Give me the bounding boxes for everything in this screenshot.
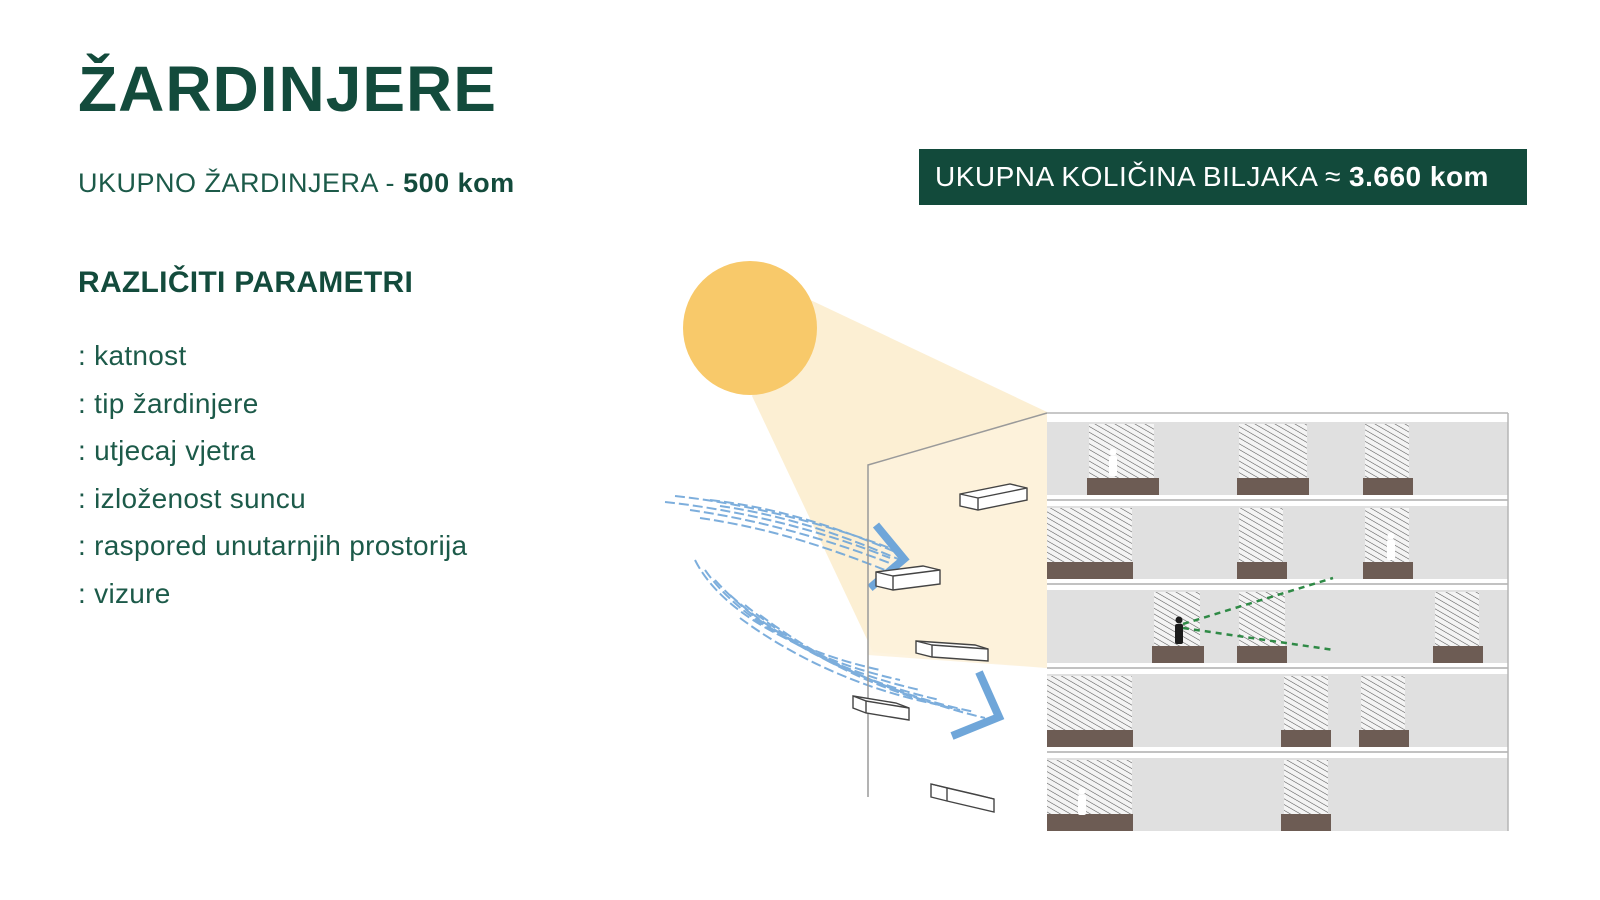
page-title: ŽARDINJERE — [78, 53, 497, 125]
view-lines-icon — [1182, 576, 1335, 652]
sun-beam-wall — [868, 413, 1047, 668]
parameter-item: : izloženost suncu — [78, 482, 306, 514]
building-section — [1047, 412, 1509, 831]
parameters-heading: RAZLIČITI PARAMETRI — [78, 266, 414, 299]
parameter-item: : tip žardinjere — [78, 387, 259, 419]
sun-icon — [683, 261, 817, 395]
parameter-item: : raspored unutarnjih prostorija — [78, 530, 468, 561]
total-plants-badge: UKUPNA KOLIČINA BILJAKA ≈ 3.660 kom — [919, 149, 1527, 205]
person-icon — [1078, 448, 1395, 815]
planter-icon — [852, 483, 1028, 813]
parameter-item: : katnost — [78, 340, 187, 371]
section-line — [867, 412, 1048, 797]
total-planters-value: 500 kom — [403, 168, 515, 198]
total-plants-value: 3.660 kom — [1349, 161, 1489, 192]
parameters-list: : katnost : tip žardinjere : utjecaj vje… — [78, 332, 467, 617]
total-plants-label: UKUPNA KOLIČINA BILJAKA ≈ — [935, 161, 1342, 192]
person-viewer-icon — [1175, 616, 1183, 644]
total-planters: UKUPNO ŽARDINJERA - 500 kom — [78, 168, 515, 199]
parameter-item: : utjecaj vjetra — [78, 435, 256, 466]
total-planters-label: UKUPNO ŽARDINJERA - — [78, 168, 396, 198]
parameter-item: : vizure — [78, 577, 171, 609]
